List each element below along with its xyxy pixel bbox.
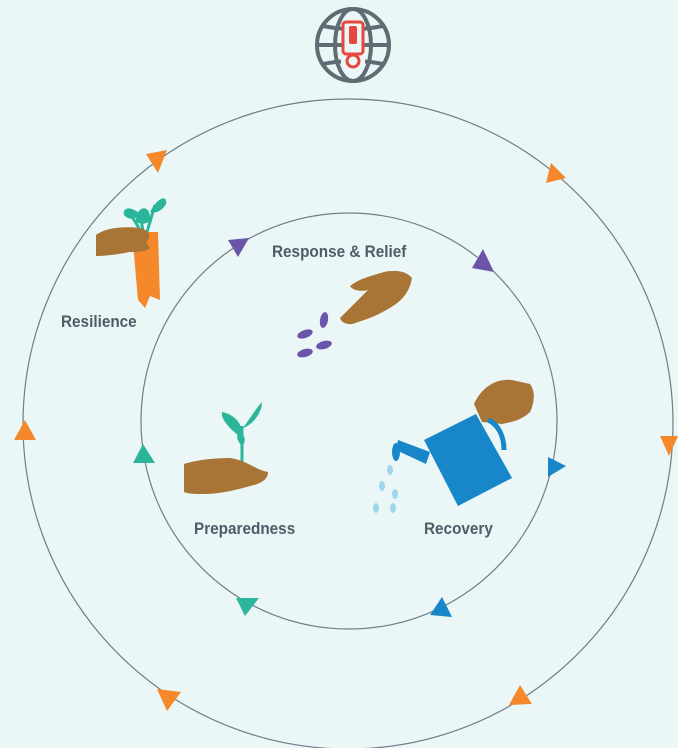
inner-cycle-arrows xyxy=(133,238,566,617)
watering-can-icon xyxy=(373,379,534,513)
inner-arrow-top-left xyxy=(228,238,249,257)
inner-cycle-ring xyxy=(140,212,558,630)
outer-arrow-left xyxy=(14,420,36,440)
hand-with-seeds-icon xyxy=(297,270,412,358)
inner-arrow-right xyxy=(548,457,566,477)
stage-label-resilience: Resilience xyxy=(61,312,137,331)
inner-arrow-left xyxy=(133,444,155,463)
outer-arrow-top-right xyxy=(546,163,566,183)
outer-arrow-bottom-left xyxy=(157,689,181,711)
inner-arrow-top-right xyxy=(472,249,494,272)
globe-alert-icon xyxy=(315,7,391,83)
outer-cycle-arrows xyxy=(14,150,678,711)
hand-with-seedling-icon xyxy=(184,402,268,494)
inner-arrow-bottom-left xyxy=(236,598,259,616)
outer-arrow-right xyxy=(660,436,678,456)
outer-cycle-ring xyxy=(22,98,674,748)
stage-label-response-relief: Response & Relief xyxy=(272,242,407,261)
inner-arrow-bottom-right xyxy=(430,597,452,617)
stage-label-preparedness: Preparedness xyxy=(194,519,296,538)
stage-label-recovery: Recovery xyxy=(424,519,493,538)
hand-holding-carrot-icon xyxy=(96,198,167,308)
outer-arrow-bottom-right xyxy=(509,685,532,705)
outer-arrow-top-left xyxy=(146,150,167,173)
